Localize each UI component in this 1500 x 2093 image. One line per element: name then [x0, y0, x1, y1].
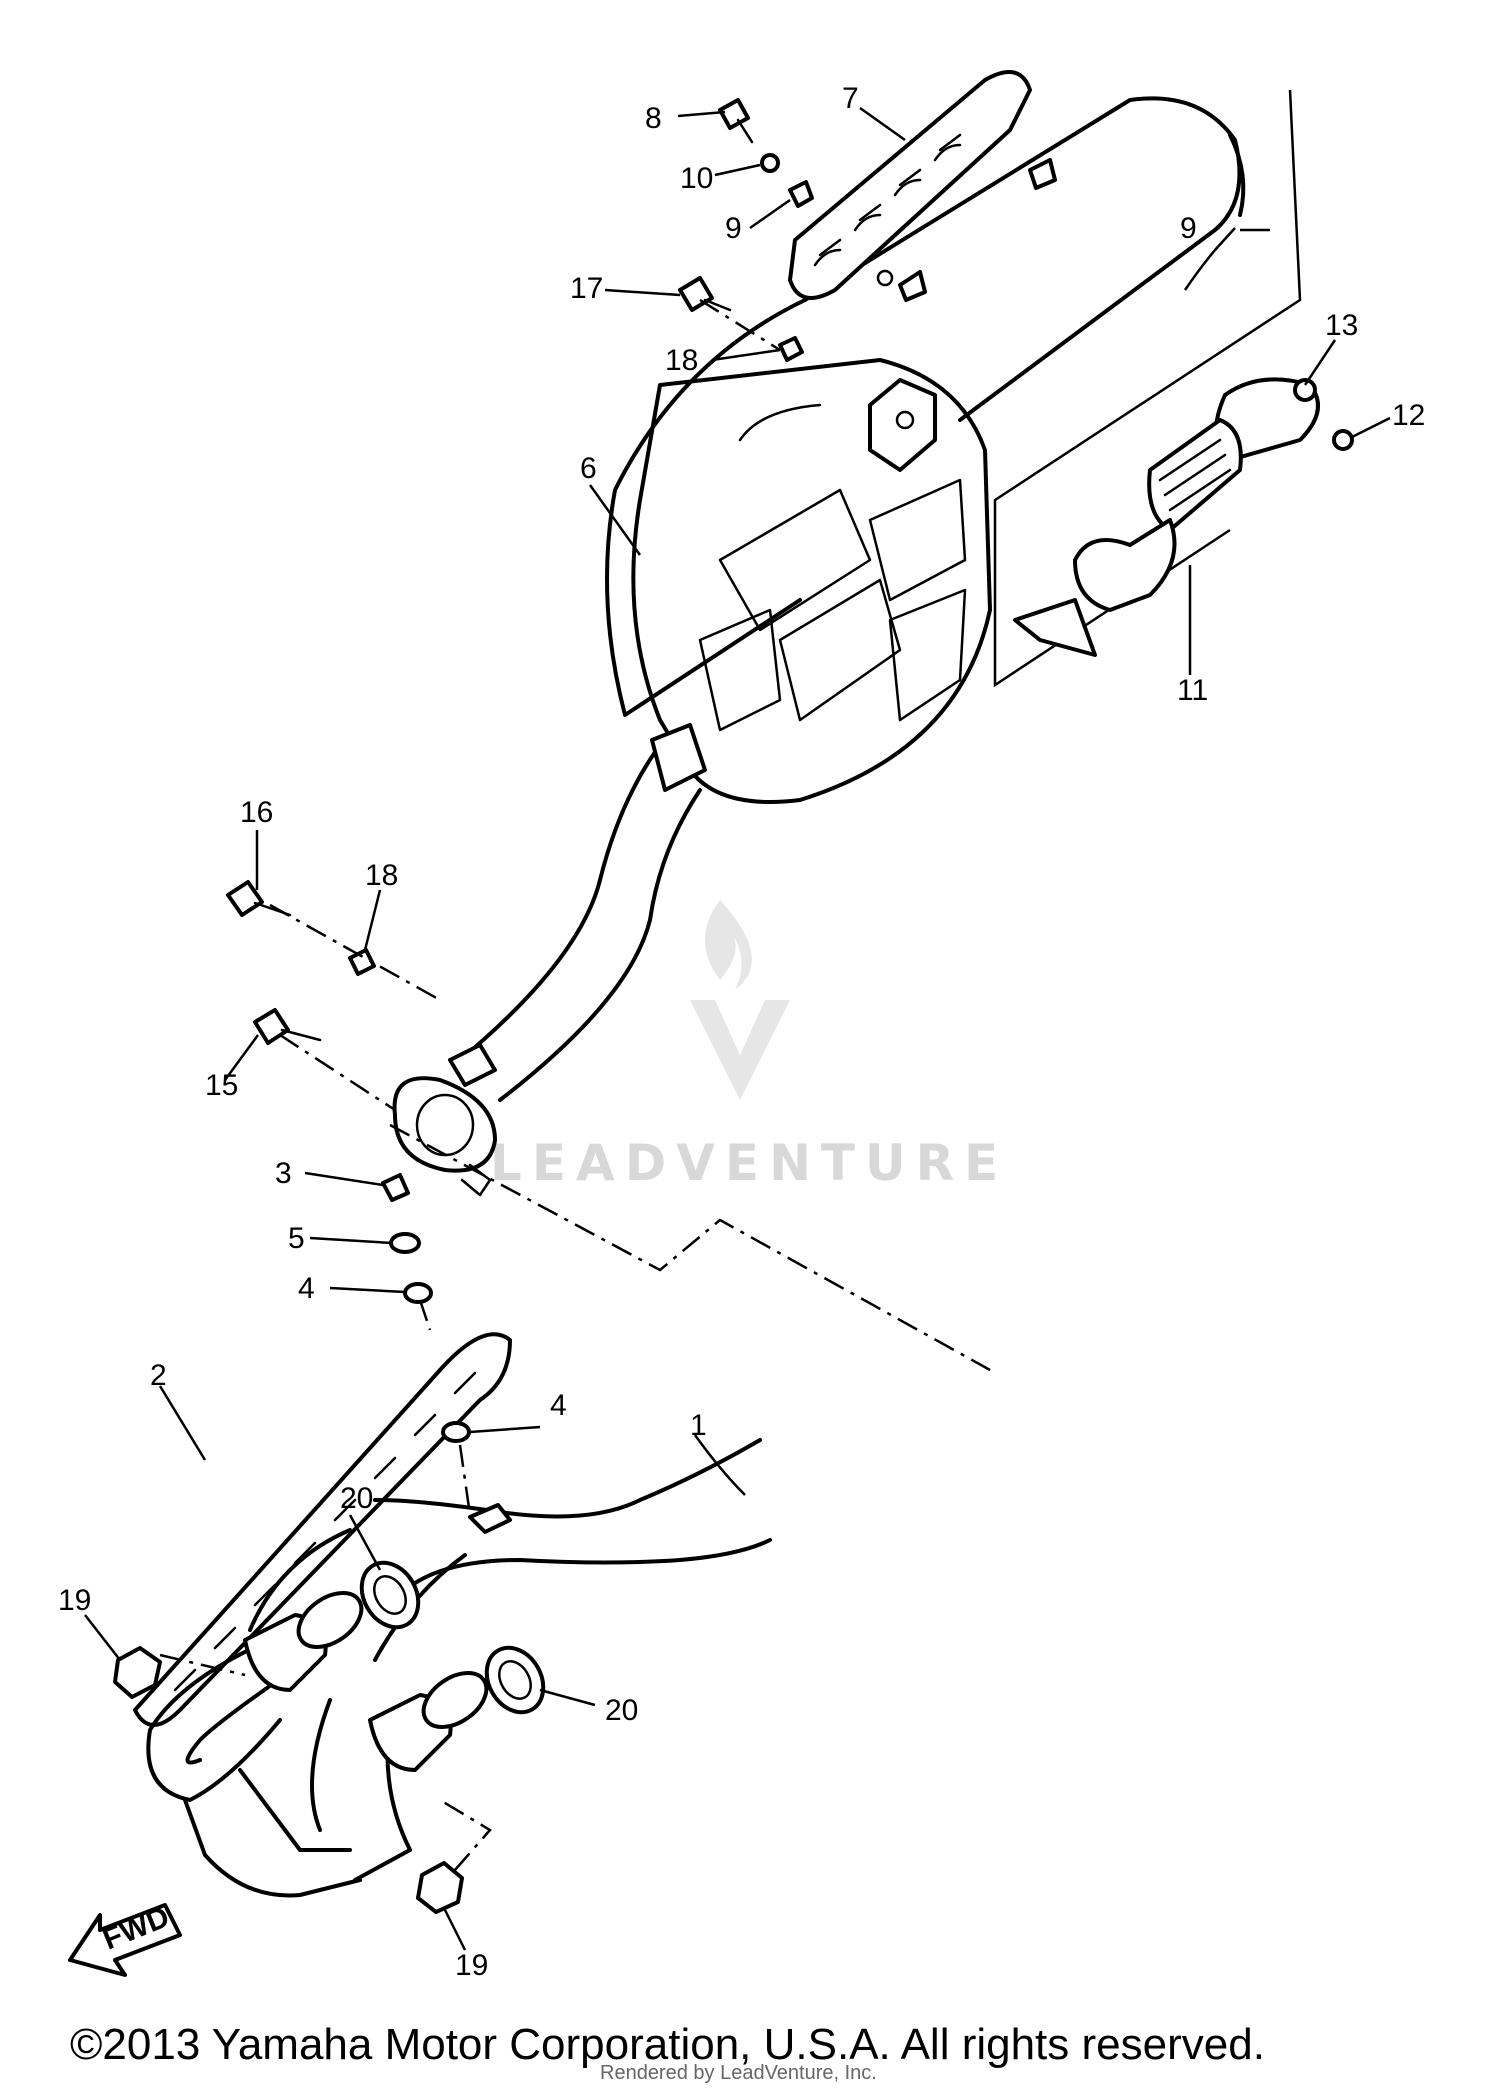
callout-5: 5	[288, 1222, 305, 1255]
watermark-text: LEADVENTURE	[490, 1134, 1008, 1192]
callout-11: 11	[1177, 674, 1208, 707]
fwd-arrow	[68, 1903, 182, 1977]
exhaust-pipe-assembly: FWD	[68, 1173, 772, 1977]
callout-labels: 7 8 10 9 9 17 18 6 13 12 11 16 18 15 3 5…	[58, 82, 1425, 1982]
watermark-logo: LEADVENTURE	[490, 900, 1008, 1192]
callout-10: 10	[680, 162, 713, 195]
flange-hardware	[226, 298, 781, 1112]
muffler-assembly	[392, 96, 1246, 1197]
alignment-line	[389, 1123, 991, 1372]
callout-12: 12	[1392, 399, 1425, 432]
callout-4b: 4	[550, 1389, 567, 1422]
callout-6: 6	[580, 452, 597, 485]
callout-1: 1	[690, 1409, 707, 1442]
callout-17: 17	[570, 272, 603, 305]
spark-arrestor	[1013, 377, 1354, 657]
callout-2: 2	[150, 1359, 167, 1392]
callout-13: 13	[1325, 309, 1358, 342]
callout-9a: 9	[725, 212, 742, 245]
callout-7: 7	[842, 82, 859, 115]
callout-20a: 20	[340, 1482, 373, 1515]
callout-19a: 19	[58, 1584, 91, 1617]
callout-18a: 18	[665, 344, 698, 377]
copyright-notice: ©2013 Yamaha Motor Corporation, U.S.A. A…	[70, 2020, 1265, 2069]
callout-3: 3	[275, 1157, 292, 1190]
callout-18b: 18	[365, 859, 398, 892]
leader-lines	[84, 106, 1391, 1951]
callout-20b: 20	[605, 1694, 638, 1727]
callout-15: 15	[205, 1069, 238, 1102]
callout-19b: 19	[455, 1949, 488, 1982]
callout-9b: 9	[1180, 212, 1197, 245]
callout-8: 8	[645, 102, 662, 135]
heat-protector-upper	[788, 70, 1032, 300]
render-credit: Rendered by LeadVenture, Inc.	[600, 2062, 877, 2084]
callout-16: 16	[240, 796, 273, 829]
callout-4a: 4	[298, 1272, 315, 1305]
